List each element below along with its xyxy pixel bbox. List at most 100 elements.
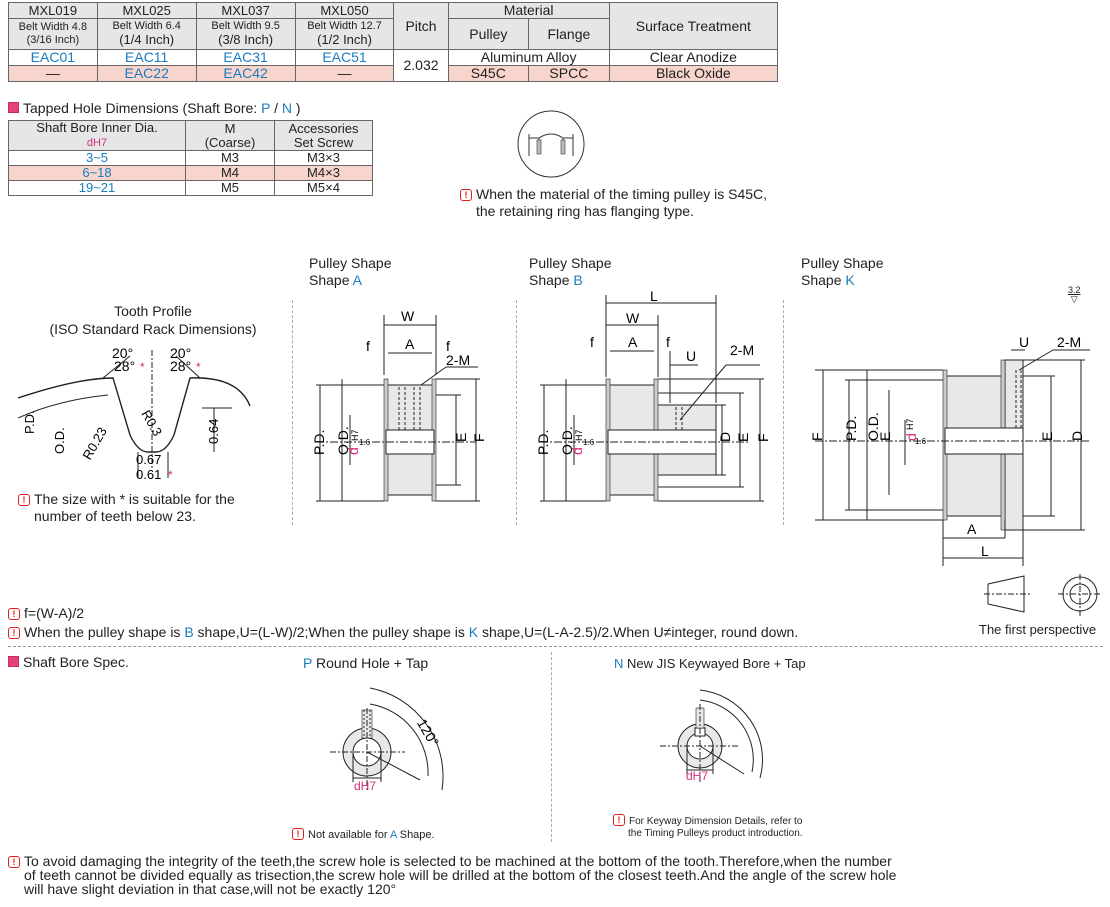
tooth-note-1: The size with * is suitable for the	[34, 491, 235, 507]
shape-a-line1: Pulley Shape	[309, 255, 392, 271]
roughness-value: 3.2	[1068, 285, 1081, 295]
dim-l: L	[650, 288, 658, 304]
shape-a-letter: A	[352, 272, 362, 288]
dim-l: L	[981, 543, 989, 559]
n-key-text: New JIS Keywayed Bore + Tap	[623, 656, 806, 671]
keyway-note-1: For Keyway Dimension Details, refer to	[629, 816, 803, 827]
r03-label: R0.3	[138, 407, 165, 438]
dim-u: U	[686, 348, 696, 364]
angle-20-left: 20°	[112, 345, 133, 361]
dim-f: f	[446, 338, 450, 354]
tapped-title-slash: /	[270, 100, 282, 116]
dim-w: W	[401, 308, 415, 324]
dim-a: A	[628, 334, 638, 350]
surface-clear: Clear Anodize	[608, 49, 779, 66]
dim-e: E	[453, 433, 469, 442]
warning-icon: !	[8, 856, 20, 868]
n-key-title: N New JIS Keywayed Bore + Tap	[614, 656, 806, 671]
dim-w: W	[626, 310, 640, 326]
tapped-cell: 19~21	[8, 180, 186, 196]
tapped-h3-label: Accessories	[288, 120, 359, 136]
tooth-note: !The size with * is suitable for the num…	[18, 491, 235, 525]
warning-icon: !	[8, 627, 20, 639]
not-available-note: !Not available for A Shape.	[292, 828, 435, 841]
shape-b-line1: Pulley Shape	[529, 255, 612, 271]
code-eac22: EAC22	[96, 65, 197, 82]
dim-h7: H7	[574, 429, 584, 441]
tooth-title-1: Tooth Profile	[114, 303, 192, 319]
formula-u-3: shape,U=(L-A-2.5)/2.When U≠integer, roun…	[478, 624, 799, 640]
code-eac51: EAC51	[294, 49, 395, 66]
dim-2m: 2-M	[730, 342, 754, 358]
col-pitch: Pitch	[393, 2, 449, 50]
shape-b-letter: B	[573, 272, 583, 288]
angle-28-right: 28°	[170, 358, 191, 374]
keyway-note-2: the Timing Pulleys product introduction.	[628, 828, 803, 839]
dim-pd: P.D.	[843, 416, 859, 441]
not-available-2: Shape.	[396, 829, 435, 841]
first-perspective-icon	[984, 574, 1100, 616]
tapped-h1-sub: dH7	[86, 137, 108, 149]
code-dash-1: —	[8, 65, 98, 82]
dim-d: d	[569, 447, 585, 455]
formula-f: !f=(W-A)/2	[8, 605, 84, 621]
dim-e: E	[1039, 432, 1055, 441]
tooth-profile-title: Tooth Profile (ISO Standard Rack Dimensi…	[18, 302, 288, 338]
pd-label: P.D.	[22, 410, 37, 434]
shape-b-line2: Shape B	[529, 272, 612, 289]
col-mxl037: MXL037	[195, 2, 296, 19]
d061-label: 0.61	[136, 467, 161, 482]
shape-k-title: Pulley Shape Shape K	[801, 255, 884, 289]
round-dh7: dH7	[354, 779, 376, 793]
dim-e: E	[735, 433, 751, 442]
code-eac31: EAC31	[195, 49, 296, 66]
dim-a: A	[967, 521, 977, 537]
d067-label: 0.67	[136, 452, 161, 467]
formula-u-b: B	[184, 624, 194, 640]
section-marker-icon	[8, 656, 19, 667]
tapped-cell: M5	[185, 180, 275, 196]
col-mxl025: MXL025	[96, 2, 197, 19]
dim-2m: 2-M	[446, 352, 470, 368]
col-flange: Flange	[528, 18, 610, 50]
dim-e: E	[877, 432, 893, 441]
tapped-table: Shaft Bore Inner Dia.dH7 M(Coarse) Acces…	[8, 120, 373, 196]
belt-inch: (3/16 Inch)	[26, 34, 80, 46]
tapped-h2-label: M	[224, 120, 236, 136]
tapped-h1-label: Shaft Bore Inner Dia.	[36, 120, 158, 135]
asterisk-3: *	[168, 468, 173, 482]
shape-a-prefix: Shape	[309, 272, 353, 288]
formula-u-2: shape,U=(L-W)/2;When the pulley shape is	[193, 624, 469, 640]
warning-icon: !	[460, 189, 472, 201]
belt-width: Belt Width 12.7	[307, 20, 382, 32]
dim-d: d	[903, 433, 919, 441]
belt-width: Belt Width 6.4	[112, 20, 181, 32]
dim-u: U	[1019, 334, 1029, 350]
bottom-note-3: will have slight deviation in that case,…	[24, 881, 397, 897]
dim-2m: 2-M	[1057, 334, 1081, 350]
belt-inch: (1/2 Inch)	[317, 32, 372, 47]
p-round-text: Round Hole + Tap	[312, 655, 429, 671]
first-perspective-label: The first perspective	[979, 622, 1097, 637]
tapped-cell: 6~18	[8, 165, 186, 181]
tapped-cell: M5×4	[274, 180, 373, 196]
tooth-note-2: number of teeth below 23.	[34, 508, 196, 524]
shape-k-prefix: Shape	[801, 272, 846, 288]
ring-note-1: When the material of the timing pulley i…	[476, 186, 768, 202]
divider	[551, 652, 552, 842]
tapped-h3-sub: Set Screw	[293, 134, 354, 150]
tapped-h1: Shaft Bore Inner Dia. dH7	[8, 120, 186, 151]
roughness-symbol: 3.2 ▽	[1068, 286, 1081, 304]
belt-width-050: Belt Width 12.7(1/2 Inch)	[294, 18, 395, 50]
code-eac01: EAC01	[8, 49, 98, 66]
ring-note: ! When the material of the timing pulley …	[460, 186, 767, 220]
belt-width-019: Belt Width 4.8(3/16 Inch)	[8, 18, 98, 50]
dim-pd: P.D.	[535, 430, 551, 455]
tapped-title-p: P	[261, 100, 271, 116]
angle-20-right: 20°	[170, 345, 191, 361]
pitch-value: 2.032	[393, 49, 449, 82]
dim-od: O.D.	[865, 412, 881, 441]
dim-f: f	[666, 334, 670, 350]
material-s45c: S45C	[447, 65, 530, 82]
